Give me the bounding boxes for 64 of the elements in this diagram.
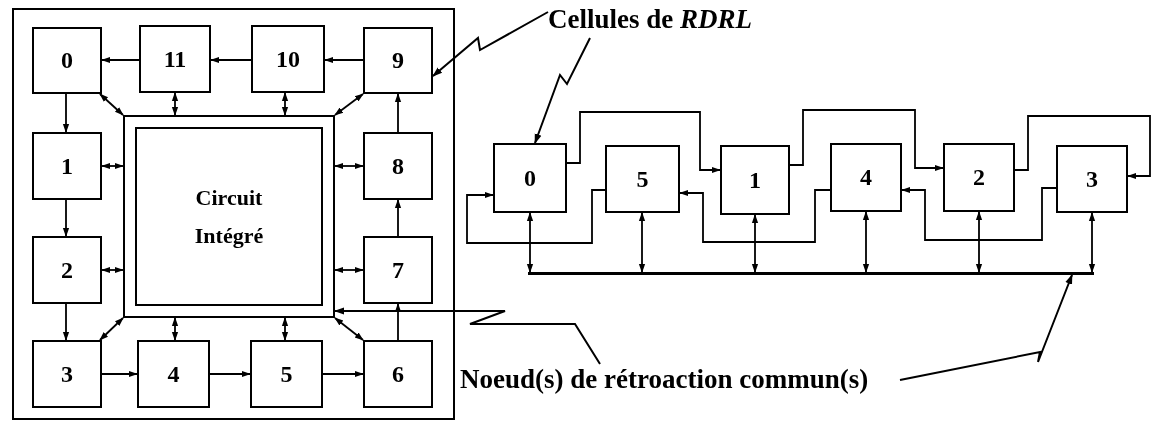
arrow (281, 92, 289, 116)
leader-line (432, 11, 549, 77)
leader-line (899, 274, 1073, 381)
arrow (99, 93, 124, 116)
cell-box: 2 (943, 143, 1015, 212)
arrow (394, 303, 402, 341)
arrow (638, 212, 646, 273)
cell-box: 9 (363, 27, 433, 94)
arrow (862, 211, 870, 273)
arrow (210, 56, 252, 64)
arrow (62, 303, 70, 341)
arrow (171, 92, 179, 116)
cell-box: 4 (137, 340, 210, 408)
arrow (101, 56, 140, 64)
arrow (101, 370, 138, 378)
arrow (334, 317, 364, 341)
arrow (334, 266, 364, 274)
arrow (975, 211, 983, 273)
cell-box: 3 (1056, 145, 1128, 213)
arrow (566, 111, 721, 174)
cell-box: 3 (32, 340, 102, 408)
arrow (1014, 115, 1151, 180)
arrow (466, 189, 606, 244)
cell-box: 11 (139, 25, 211, 93)
cell-box: 0 (493, 143, 567, 213)
arrow (394, 199, 402, 237)
arrow (901, 186, 1057, 241)
cell-box: 1 (32, 132, 102, 200)
arrow (99, 317, 124, 341)
circuit-box: Circuit Intégré (135, 127, 323, 306)
cell-box: 6 (363, 340, 433, 408)
arrow (209, 370, 251, 378)
cell-box: 5 (605, 145, 680, 213)
arrow (526, 212, 534, 273)
cell-box: 2 (32, 236, 102, 304)
cell-box: 4 (830, 143, 902, 212)
leader-line (534, 37, 591, 144)
arrow (679, 189, 831, 243)
bus-line (528, 272, 1094, 275)
arrow (334, 93, 364, 116)
arrow (101, 162, 124, 170)
arrow (751, 214, 759, 273)
arrow (789, 109, 944, 172)
arrow (334, 162, 364, 170)
arrow (324, 56, 364, 64)
chip-outline (12, 8, 455, 420)
callout-text: Noeud(s) de rétroaction commun(s) (460, 364, 900, 398)
cell-box: 7 (363, 236, 433, 304)
arrow (62, 93, 70, 133)
arrow (101, 266, 124, 274)
arrow (281, 317, 289, 341)
cell-box: 10 (251, 25, 325, 93)
cell-box: 1 (720, 145, 790, 215)
arrow (394, 93, 402, 133)
cell-box: 5 (250, 340, 323, 408)
feedback-ring (123, 115, 335, 318)
arrow (1088, 212, 1096, 273)
cell-box: 8 (363, 132, 433, 200)
arrow (322, 370, 364, 378)
callout-text: Cellules de RDRL (548, 4, 783, 38)
arrow (171, 317, 179, 341)
leader-line (334, 307, 601, 365)
arrow (62, 199, 70, 237)
cell-box: 0 (32, 27, 102, 94)
